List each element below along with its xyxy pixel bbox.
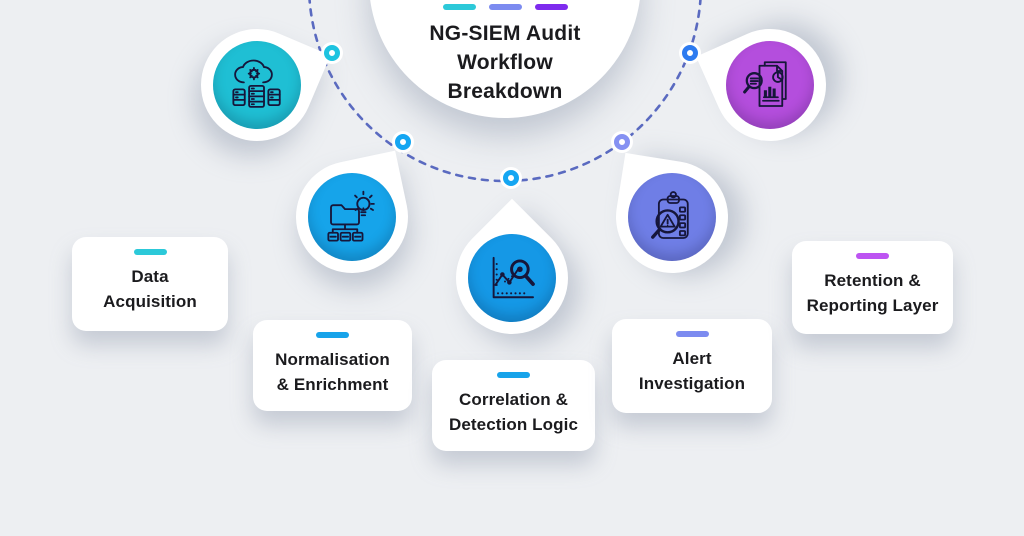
card-dash [316,332,349,338]
card-dash [497,372,530,378]
chart-magnifier-icon [492,256,535,299]
card-label-line-2: & Enrichment [276,375,389,394]
card-normalisation-enrichment: Normalisation & Enrichment [253,320,412,411]
arc-marker-2 [395,134,411,150]
page-title-line-2: Workflow [457,51,553,74]
card-label-line-1: Retention & [824,271,921,290]
card-label: Alert Investigation [639,346,745,396]
card-dash [856,253,889,259]
card-alert-investigation: Alert Investigation [612,319,772,413]
card-label-line-2: Acquisition [103,292,197,311]
card-label: Normalisation & Enrichment [275,347,390,397]
arc-marker-4 [614,134,630,150]
card-label-line-2: Reporting Layer [806,296,939,315]
report-document-magnifier-icon [743,61,787,107]
card-label-line-2: Investigation [638,374,746,393]
card-correlation-detection: Correlation & Detection Logic [432,360,595,451]
title-circle: NG-SIEM Audit Workflow Breakdown [369,0,641,118]
arc-marker-5 [682,45,698,61]
card-label-line-1: Normalisation [275,350,390,369]
legend-dash-violet [534,4,568,10]
page-title-line-3: Breakdown [447,80,563,103]
node-circle-retention [726,41,814,129]
card-retention-reporting: Retention & Reporting Layer [792,241,953,334]
legend-dash-periwinkle [488,4,522,10]
card-dash [675,331,709,337]
card-label-line-2: Detection Logic [448,415,578,434]
card-label-line-1: Alert [672,349,712,368]
legend-dash-teal [442,4,476,10]
card-label: Data Acquisition [103,264,197,314]
card-data-acquisition: Data Acquisition [72,237,228,331]
node-circle-correlation [468,234,556,322]
node-circle-alert [628,173,716,261]
cloud-database-icon [232,59,281,108]
clipboard-alert-magnifier-icon [651,191,689,239]
card-label-line-1: Data [131,267,169,286]
node-circle-data-acquisition [213,41,301,129]
page-title-line-1: NG-SIEM Audit [429,22,581,45]
arc-marker-3 [503,170,519,186]
folder-bulb-network-icon [327,190,375,242]
card-label: Correlation & Detection Logic [449,387,578,437]
card-label-line-1: Correlation & [459,390,568,409]
node-circle-normalisation [308,173,396,261]
legend-dashes [442,4,568,10]
card-label: Retention & Reporting Layer [807,268,939,318]
arc-marker-1 [324,45,340,61]
card-dash [133,249,167,255]
